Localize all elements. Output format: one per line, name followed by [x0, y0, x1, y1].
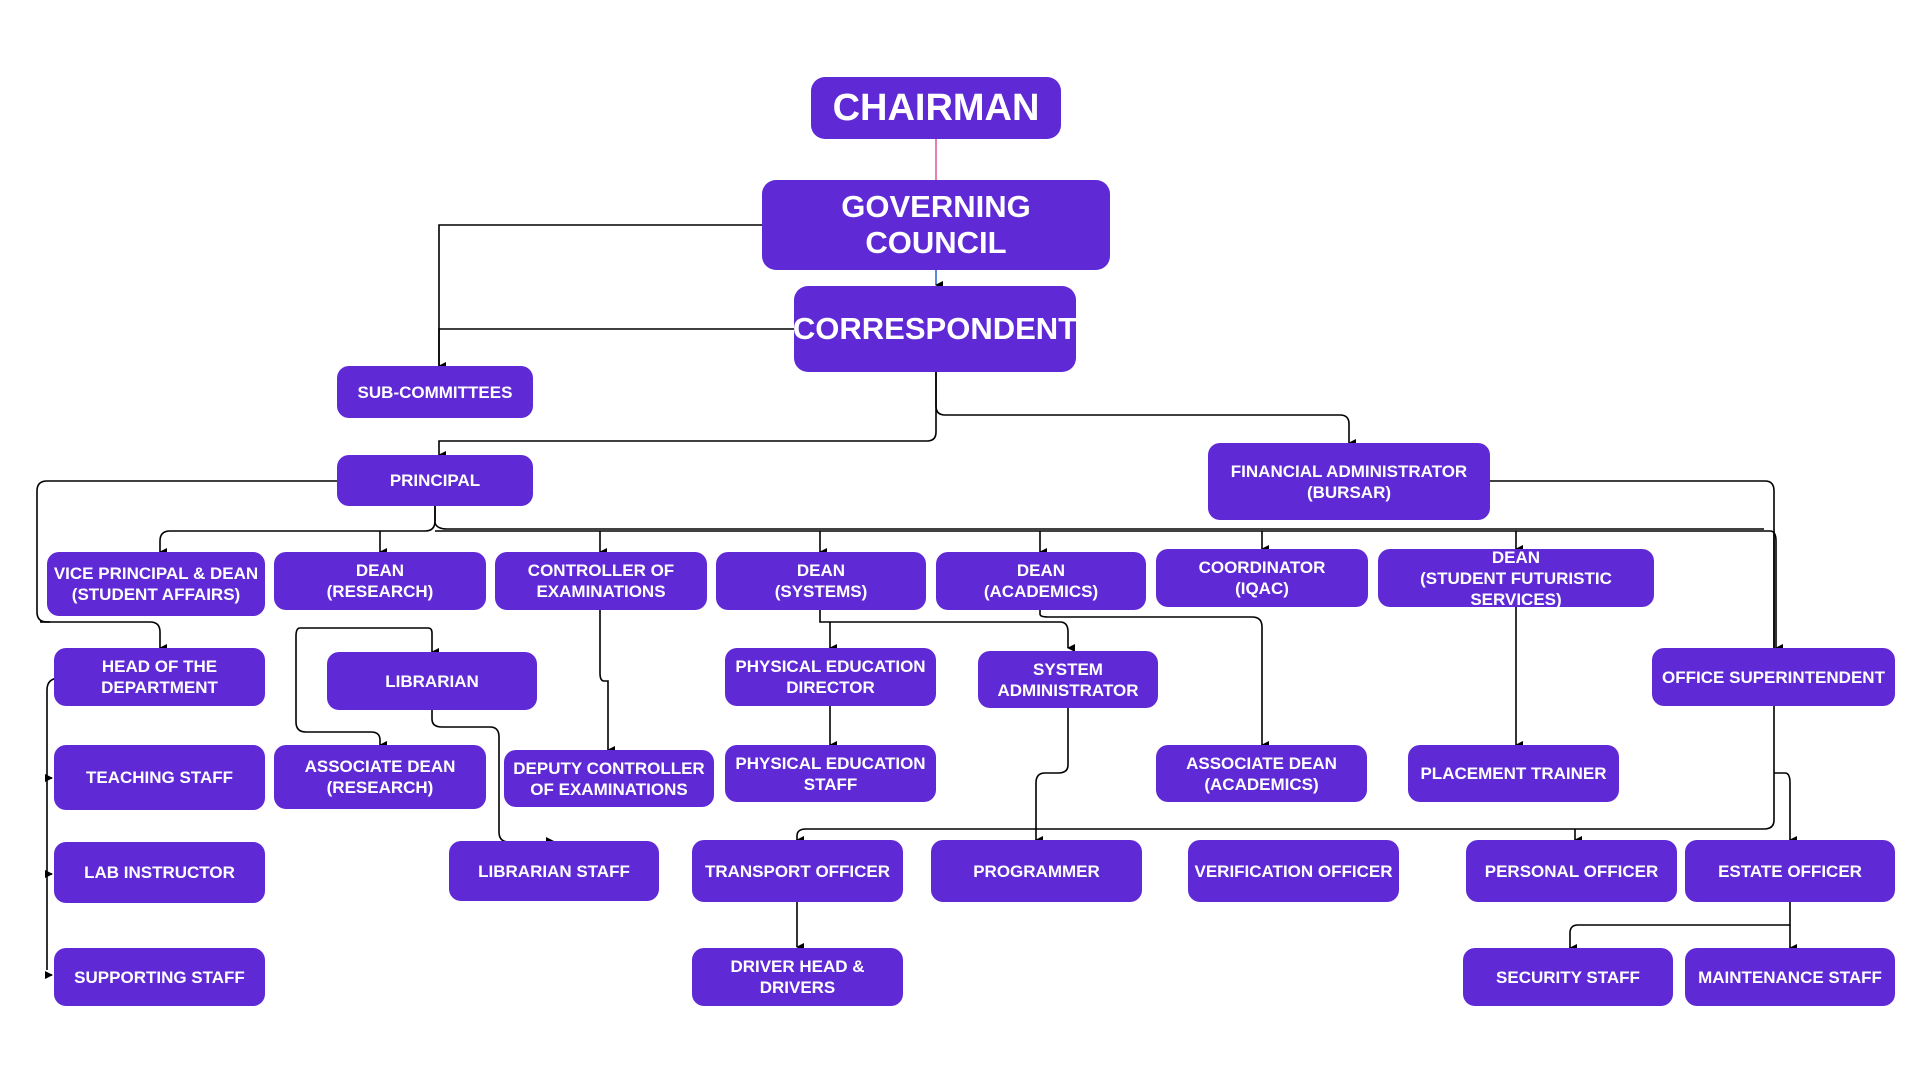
node-driver-head: DRIVER HEAD & DRIVERS	[692, 948, 903, 1006]
node-controller-examinations: CONTROLLER OF EXAMINATIONS	[495, 552, 707, 610]
node-office-superintendent: OFFICE SUPERINTENDENT	[1652, 648, 1895, 706]
node-estate-officer: ESTATE OFFICER	[1685, 840, 1895, 902]
node-financial-administrator: FINANCIAL ADMINISTRATOR (BURSAR)	[1208, 443, 1490, 520]
node-maintenance-staff: MAINTENANCE STAFF	[1685, 948, 1895, 1006]
node-governing-council: GOVERNING COUNCIL	[762, 180, 1110, 270]
node-dean-student-futuristic: DEAN (STUDENT FUTURISTIC SERVICES)	[1378, 548, 1654, 609]
node-security-staff: SECURITY STAFF	[1463, 948, 1673, 1006]
node-system-administrator: SYSTEM ADMINISTRATOR	[978, 651, 1158, 708]
node-librarian-staff: LIBRARIAN STAFF	[449, 841, 659, 901]
node-dean-research: DEAN (RESEARCH)	[274, 552, 486, 610]
node-pe-director: PHYSICAL EDUCATION DIRECTOR	[725, 648, 936, 706]
node-associate-dean-academics: ASSOCIATE DEAN (ACADEMICS)	[1156, 745, 1367, 802]
node-transport-officer: TRANSPORT OFFICER	[692, 840, 903, 902]
node-verification-officer: VERIFICATION OFFICER	[1188, 840, 1399, 902]
node-librarian: LIBRARIAN	[327, 652, 537, 710]
node-personal-officer: PERSONAL OFFICER	[1466, 840, 1677, 902]
node-dean-academics: DEAN (ACADEMICS)	[936, 552, 1146, 610]
node-chairman: CHAIRMAN	[811, 77, 1061, 139]
node-correspondent: CORRESPONDENT	[793, 286, 1077, 372]
node-principal: PRINCIPAL	[337, 455, 533, 506]
node-vice-principal: VICE PRINCIPAL & DEAN (STUDENT AFFAIRS)	[47, 552, 265, 616]
node-teaching-staff: TEACHING STAFF	[54, 745, 265, 810]
node-coordinator-iqac: COORDINATOR (IQAC)	[1156, 549, 1368, 607]
node-associate-dean-research: ASSOCIATE DEAN (RESEARCH)	[274, 745, 486, 809]
node-programmer: PROGRAMMER	[931, 840, 1142, 902]
node-deputy-controller: DEPUTY CONTROLLER OF EXAMINATIONS	[504, 750, 714, 807]
node-supporting-staff: SUPPORTING STAFF	[54, 948, 265, 1006]
node-head-department: HEAD OF THE DEPARTMENT	[54, 648, 265, 706]
node-pe-staff: PHYSICAL EDUCATION STAFF	[725, 745, 936, 802]
node-dean-systems: DEAN (SYSTEMS)	[716, 552, 926, 610]
node-sub-committees: SUB-COMMITTEES	[337, 366, 533, 418]
node-lab-instructor: LAB INSTRUCTOR	[54, 842, 265, 903]
node-placement-trainer: PLACEMENT TRAINER	[1408, 745, 1619, 802]
